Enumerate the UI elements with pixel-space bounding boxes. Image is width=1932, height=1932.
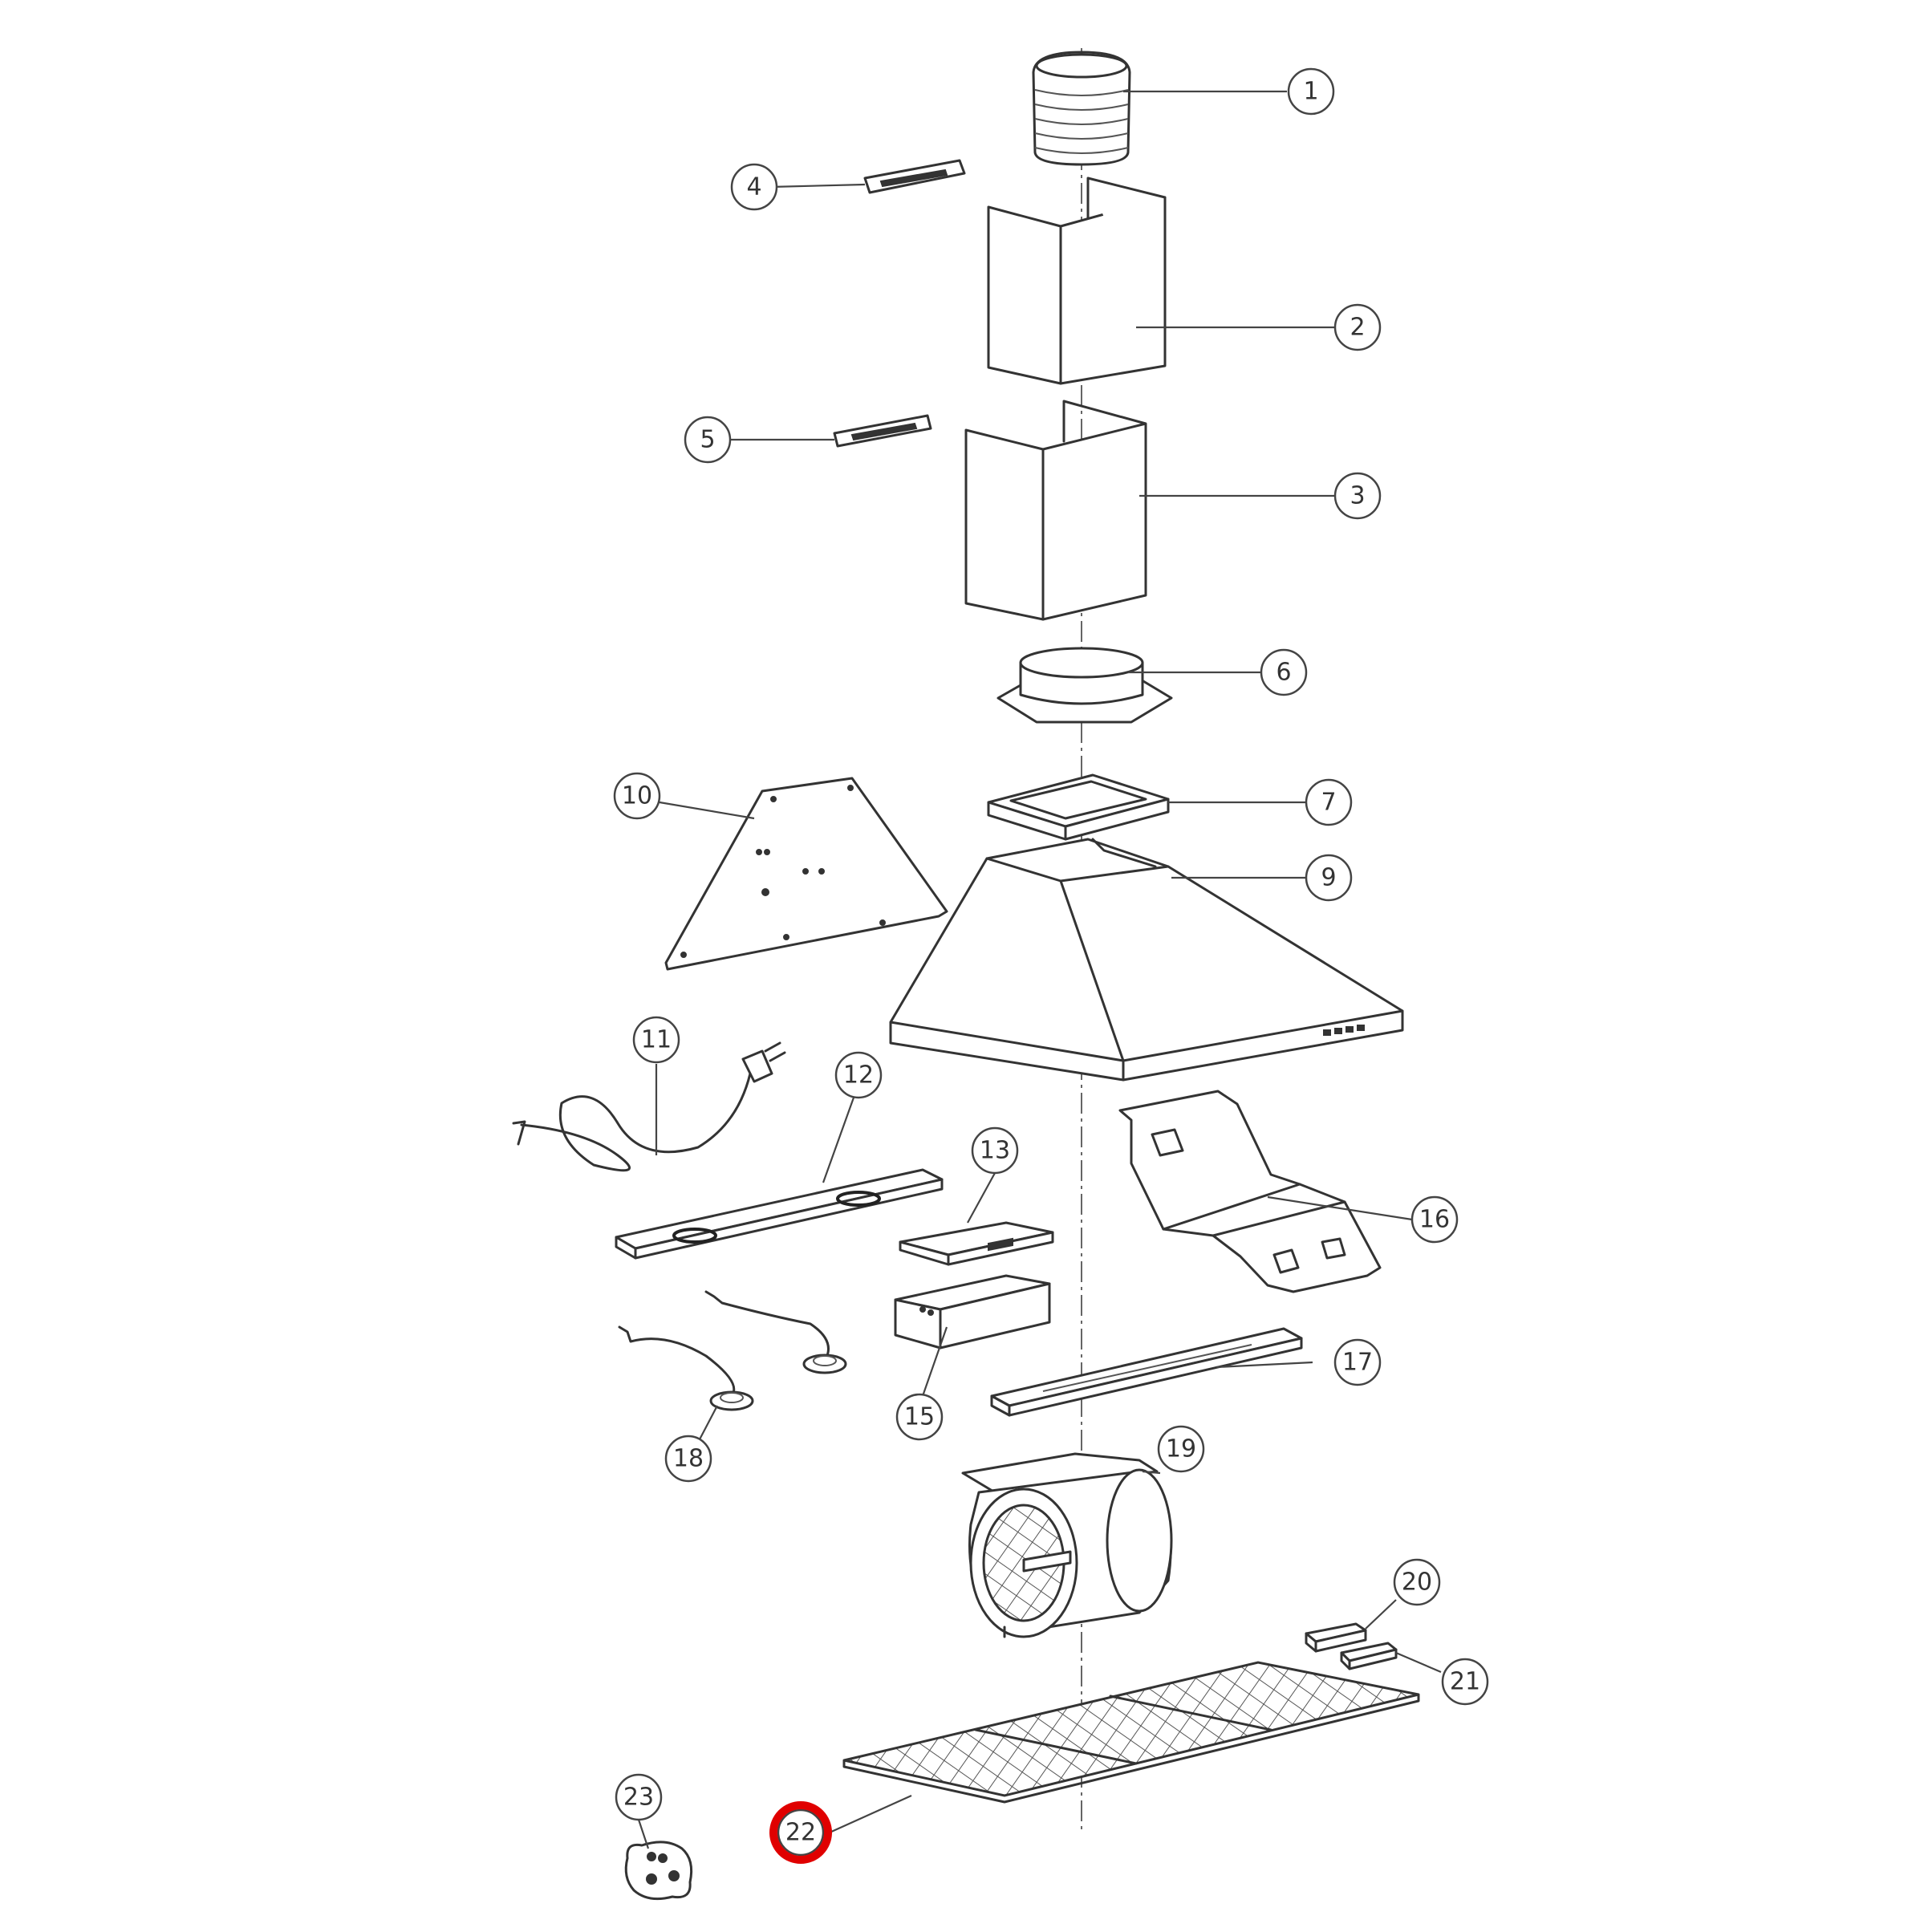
callout-12: 12 (834, 1051, 883, 1099)
callout-17: 17 (1333, 1338, 1382, 1386)
callout-16: 16 (1410, 1195, 1459, 1244)
part-lower-chimney (964, 400, 1147, 621)
part-carbon-filter (624, 1841, 693, 1901)
part-back-panel (664, 777, 948, 971)
callout-18: 18 (664, 1435, 712, 1483)
part-motor-mounting-plate (1118, 1090, 1382, 1293)
callout-9: 9 (1305, 854, 1353, 902)
callout-label: 4 (746, 173, 761, 201)
callout-label: 19 (1166, 1435, 1196, 1463)
part-duct-adaptor (996, 647, 1173, 724)
callout-label: 2 (1350, 314, 1365, 342)
callout-label: 17 (1342, 1349, 1373, 1377)
part-electrical-box (894, 1274, 1051, 1350)
part-filter-bracket-21 (1340, 1642, 1398, 1670)
callout-label: 16 (1419, 1206, 1450, 1234)
callout-11: 11 (632, 1016, 680, 1064)
callout-21: 21 (1441, 1658, 1489, 1706)
callout-label: 7 (1321, 789, 1336, 817)
callout-7: 7 (1305, 778, 1353, 826)
callout-label: 23 (623, 1784, 654, 1812)
callout-23: 23 (615, 1773, 663, 1821)
part-light-panel (615, 1168, 944, 1260)
callout-label: 1 (1303, 78, 1318, 106)
part-upper-chimney (987, 177, 1167, 385)
callout-label: 20 (1402, 1569, 1432, 1597)
part-filter-bracket-20 (1305, 1622, 1367, 1653)
part-lamps (618, 1290, 847, 1411)
callout-label: 11 (641, 1026, 672, 1054)
part-support-rail (990, 1327, 1303, 1417)
part-mounting-frame (987, 773, 1170, 841)
callout-label: 3 (1350, 482, 1365, 510)
callout-label: 10 (622, 782, 652, 810)
callout-label: 6 (1276, 659, 1291, 687)
callout-10: 10 (613, 772, 661, 820)
callout-15: 15 (895, 1393, 944, 1441)
callout-20: 20 (1393, 1558, 1441, 1606)
callout-3: 3 (1333, 472, 1382, 520)
callout-22: 22 (777, 1808, 825, 1857)
callout-19: 19 (1157, 1425, 1205, 1473)
highlight-ring (769, 1801, 832, 1864)
callout-13: 13 (971, 1126, 1019, 1175)
part-upper-chimney-bracket (863, 159, 966, 194)
callout-label: 5 (700, 426, 715, 454)
callout-label: 15 (904, 1403, 935, 1431)
callout-label: 22 (785, 1819, 816, 1847)
part-grease-filter (842, 1661, 1420, 1804)
callout-4: 4 (730, 163, 778, 211)
part-power-cord (512, 1041, 786, 1172)
callout-6: 6 (1260, 648, 1308, 696)
part-lower-chimney-bracket (833, 414, 932, 448)
part-control-board (899, 1221, 1054, 1266)
callout-label: 21 (1450, 1668, 1480, 1696)
callout-label: 13 (980, 1137, 1010, 1165)
part-blower-motor (961, 1452, 1173, 1638)
callout-5: 5 (684, 416, 732, 464)
part-hood-canopy (889, 838, 1404, 1082)
callout-label: 9 (1321, 864, 1336, 892)
leader-lines (637, 90, 1442, 1849)
callout-1: 1 (1287, 67, 1335, 116)
part-flexible-duct (1032, 51, 1131, 166)
callout-label: 12 (843, 1061, 874, 1090)
callout-2: 2 (1333, 303, 1382, 351)
callout-label: 18 (673, 1445, 704, 1473)
